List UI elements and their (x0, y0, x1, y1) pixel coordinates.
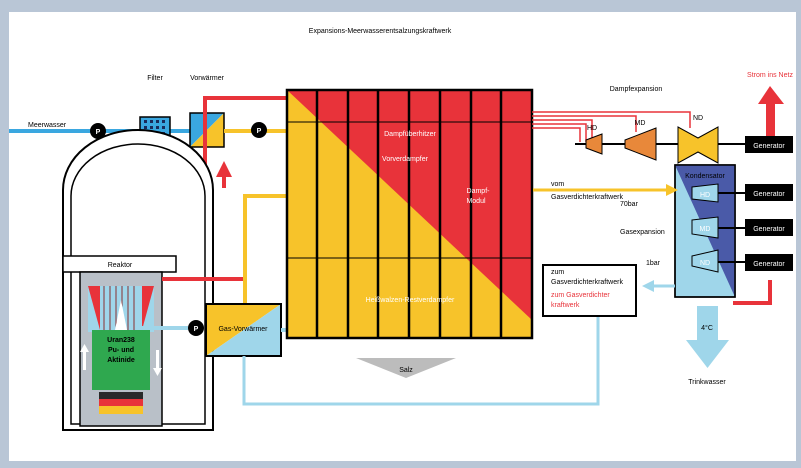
pump-3-label: P (194, 326, 199, 333)
label-vom: vom (551, 181, 564, 188)
pump-1: P (90, 123, 106, 139)
steam-module (285, 88, 534, 340)
label-reaktor: Reaktor (108, 262, 133, 269)
label-strom: Strom ins Netz (747, 72, 793, 79)
md-turbine (624, 127, 657, 161)
label-salz: Salz (399, 367, 413, 374)
generator-2: Generator (745, 184, 793, 201)
hd-turbine (585, 133, 603, 155)
label-zum-red-2: kraftwerk (551, 302, 580, 309)
label-kondensator: Kondensator (685, 173, 725, 180)
hd-gas-expander (691, 183, 719, 203)
steam-pipes (532, 111, 691, 142)
label-nd-steam: ND (693, 115, 703, 122)
pipe-bottom-loop (242, 315, 600, 406)
power-collector (733, 280, 772, 305)
label-gasverdichter: Gasverdichterkraftwerk (551, 194, 623, 201)
label-dampf: Dampf- (467, 188, 491, 195)
generator-1-label: Generator (753, 143, 785, 150)
label-vorverdampfer: Vorverdampfer (382, 156, 429, 163)
label-zum-black-2: Gasverdichterkraftwerk (551, 279, 623, 286)
label-filter: Filter (147, 75, 163, 82)
gas-outflow-arrow-icon (642, 280, 675, 292)
generator-2-label: Generator (753, 191, 785, 198)
label-restverdampfer: Heißwalzen-Restverdampfer (366, 297, 455, 304)
label-aktinide: Aktinide (107, 357, 135, 364)
label-uran: Uran238 (107, 337, 135, 344)
pump-2: P (251, 122, 267, 138)
label-zum-red-1: zum Gasverdichter (551, 292, 610, 299)
power-out-arrow-icon (758, 86, 784, 136)
label-pu: Pu- und (108, 347, 134, 354)
label-md-gas: MD (700, 226, 711, 233)
label-dampfueberhitzer: Dampfüberhitzer (384, 131, 436, 138)
label-dampfexpansion: Dampfexpansion (610, 86, 663, 93)
label-hd-gas: HD (700, 192, 710, 199)
label-nd-gas: ND (700, 260, 710, 267)
pump-2-label: P (257, 128, 262, 135)
label-gas-vorwaermer: Gas-Vorwärmer (218, 326, 268, 333)
md-gas-expander (691, 216, 719, 239)
salt-arrow-icon (356, 358, 456, 378)
label-gasexpansion: Gasexpansion (620, 229, 665, 236)
label-meerwasser: Meerwasser (28, 122, 67, 129)
label-hd-steam: HD (587, 125, 597, 132)
pump-3: P (188, 320, 204, 336)
reactor (62, 129, 214, 431)
label-1bar: 1bar (646, 260, 661, 267)
label-vorwaermer: Vorwärmer (190, 75, 225, 82)
heat-arrow-icon (216, 161, 232, 188)
generator-1: Generator (745, 136, 793, 153)
label-modul: Modul (466, 198, 486, 205)
label-md-steam: MD (635, 120, 646, 127)
label-70bar: 70bar (620, 201, 639, 208)
generator-4: Generator (745, 254, 793, 271)
label-trinkwasser: Trinkwasser (688, 379, 726, 386)
nd-turbine (677, 126, 719, 164)
drinking-water-arrow-icon (686, 306, 729, 368)
pump-1-label: P (96, 129, 101, 136)
label-zum-black-1: zum (551, 269, 564, 276)
label-temp: 4°C (701, 324, 713, 332)
diagram-title: Expansions-Meerwasserentsalzungskraftwer… (309, 28, 452, 35)
generator-3: Generator (745, 219, 793, 236)
gas-inflow-arrow-icon (533, 184, 678, 196)
generator-3-label: Generator (753, 226, 785, 233)
pipe-gas-yellow (243, 194, 287, 304)
nd-gas-expander (691, 249, 719, 273)
return-box (542, 264, 637, 317)
generator-4-label: Generator (753, 261, 785, 268)
